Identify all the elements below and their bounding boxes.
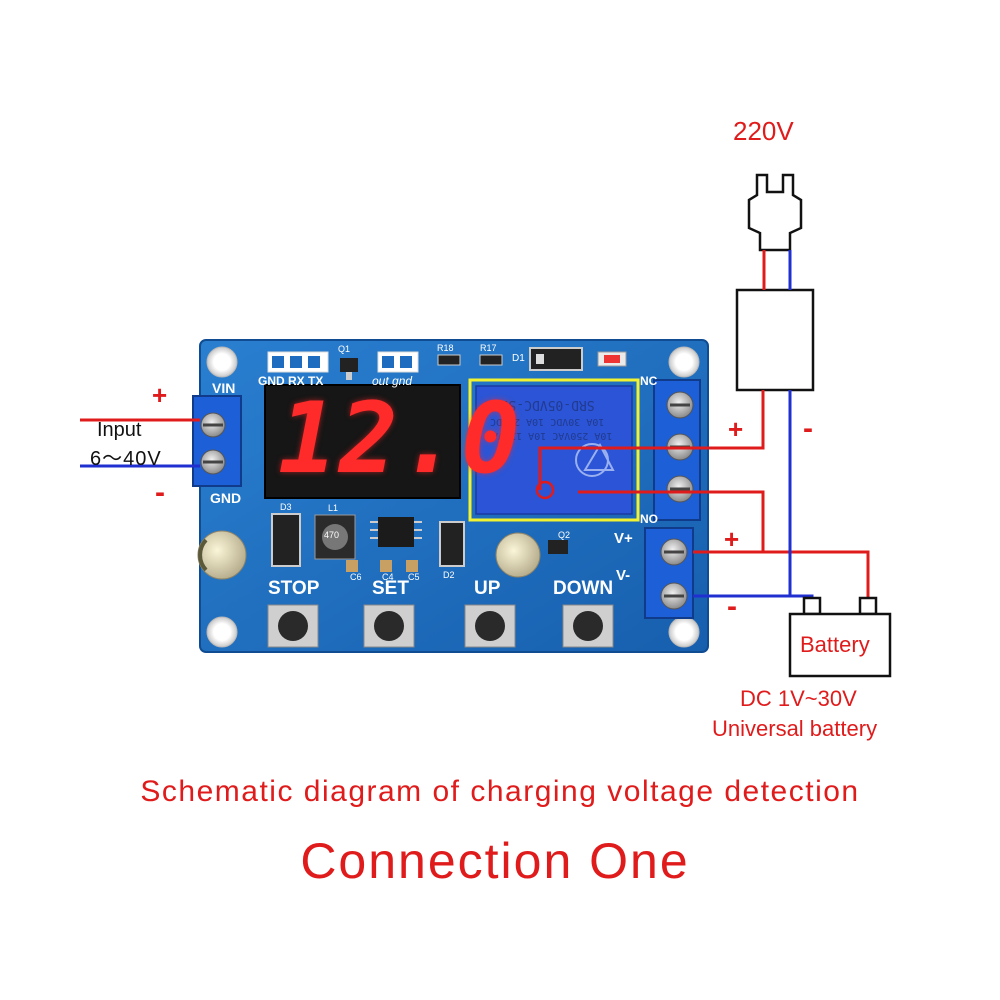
- charger-box: [735, 288, 815, 392]
- c6-label: C6: [350, 572, 362, 582]
- down-button-label: DOWN: [553, 578, 614, 599]
- up-button[interactable]: [464, 604, 516, 648]
- l1-label: L1: [328, 503, 339, 513]
- input-plus-sign: +: [152, 380, 168, 410]
- up-button-label: UP: [474, 578, 501, 599]
- relay-yellow-frame: [468, 378, 640, 522]
- output-minus-sign: -: [727, 590, 737, 623]
- header-mid-label: out gnd: [372, 374, 413, 388]
- stop-button-label: STOP: [268, 578, 320, 599]
- input-minus-sign: -: [155, 476, 165, 509]
- battery-label: Battery: [800, 632, 870, 657]
- d3-label: D3: [280, 502, 292, 512]
- nc-label: NC: [640, 374, 658, 388]
- input-range-label: 6～40V: [90, 448, 162, 470]
- diagram-caption: Schematic diagram of charging voltage de…: [140, 775, 860, 808]
- q1-label: Q1: [338, 344, 351, 354]
- battery-spec-line-1: DC 1V~30V: [740, 686, 857, 711]
- q2-label: Q2: [558, 530, 571, 540]
- capacitor: [197, 530, 247, 580]
- relay-board: [192, 339, 709, 653]
- capacitor: [495, 532, 541, 578]
- battery-icon: [788, 596, 892, 678]
- header-left-label: GND RX TX: [258, 374, 324, 388]
- diagram-title: Connection One: [300, 833, 690, 889]
- r18-label: R18: [437, 343, 454, 353]
- wire-relay-com-to-charger: [538, 390, 765, 490]
- input-label: Input: [97, 419, 142, 441]
- vminus-label: V-: [616, 567, 631, 584]
- set-button[interactable]: [363, 604, 415, 648]
- c4-label: C4: [382, 572, 394, 582]
- d2-label: D2: [443, 570, 455, 580]
- battery-spec-line-2: Universal battery: [712, 716, 878, 741]
- c5-label: C5: [408, 572, 420, 582]
- d1-label: D1: [512, 353, 525, 364]
- gnd-label: GND: [210, 490, 242, 506]
- wire-vplus-to-battery: [693, 550, 870, 598]
- wire-vminus-to-battery: [693, 594, 814, 598]
- vin-label: VIN: [212, 380, 236, 396]
- stop-button[interactable]: [267, 604, 319, 648]
- set-button-label: SET: [372, 578, 409, 599]
- voltage-source-label: 220V: [733, 116, 794, 146]
- seven-segment-display: [264, 384, 461, 499]
- down-button[interactable]: [562, 604, 614, 648]
- charger-minus-sign: -: [803, 412, 813, 445]
- relay-contact-marker: [535, 480, 555, 500]
- display-digits: 12.0: [278, 382, 523, 496]
- vplus-label: V+: [614, 530, 633, 547]
- charger-plus-sign: +: [728, 414, 744, 444]
- r17-label: R17: [480, 343, 497, 353]
- no-label: NO: [640, 512, 658, 526]
- l1-value: 470: [324, 530, 340, 540]
- power-plug-icon: [747, 173, 803, 252]
- output-plus-sign: +: [724, 524, 740, 554]
